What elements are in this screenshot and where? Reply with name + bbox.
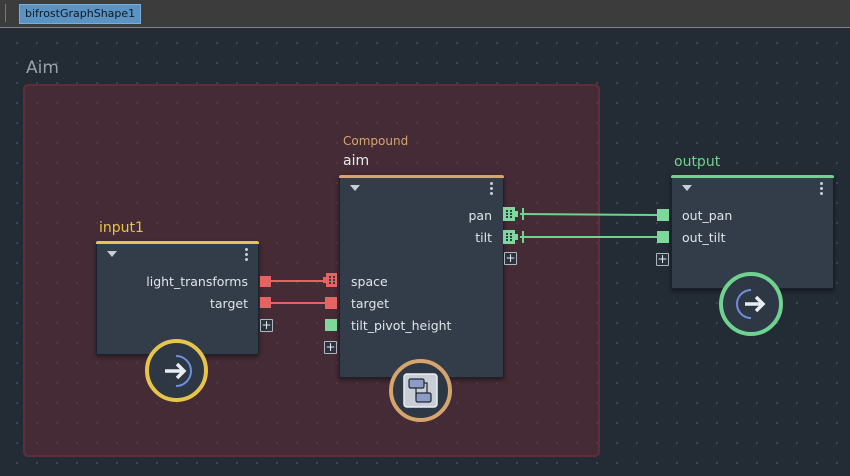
aim-node-type-label: Compound	[343, 134, 409, 148]
add-port-plus-icon[interactable]: +	[324, 340, 337, 354]
port-tilt-array-out[interactable]	[503, 230, 519, 244]
input1-node-header-bar	[96, 241, 259, 244]
port-label-tilt: tilt	[475, 230, 492, 245]
port-label-out-pan: out_pan	[682, 208, 733, 223]
tabbar-grip[interactable]	[5, 4, 8, 22]
port-target-in[interactable]	[325, 297, 337, 309]
port-label-space: space	[351, 274, 388, 289]
add-port-plus-icon[interactable]: +	[656, 252, 669, 266]
node-menu-icon[interactable]	[490, 182, 493, 197]
port-label-pan: pan	[468, 208, 492, 223]
compound-icon[interactable]	[389, 359, 452, 422]
port-pan-array-out[interactable]	[503, 207, 519, 221]
output-node-title[interactable]: output	[674, 154, 721, 170]
collapse-triangle-icon[interactable]	[350, 185, 360, 191]
aim-node-title[interactable]: aim	[343, 153, 370, 169]
wire-pan-to-out-pan	[519, 213, 660, 216]
add-port-plus-icon[interactable]: +	[504, 251, 517, 265]
tab-bifrost-graph-shape[interactable]: bifrostGraphShape1	[19, 4, 142, 24]
arrow-right-enter-icon[interactable]	[145, 339, 208, 402]
collapse-triangle-icon[interactable]	[107, 251, 117, 257]
port-tilt-pivot-height-in[interactable]	[325, 319, 337, 331]
port-label-target: target	[209, 296, 248, 311]
collapse-triangle-icon[interactable]	[682, 185, 692, 191]
port-out-pan-in[interactable]	[657, 209, 669, 221]
port-target-out[interactable]	[260, 297, 271, 308]
input1-node[interactable]: light_transforms target	[96, 241, 259, 355]
port-label-target: target	[351, 296, 390, 311]
add-port-plus-icon[interactable]: +	[260, 318, 273, 332]
output-node-header-bar	[671, 175, 834, 178]
aim-compound-node[interactable]: pan tilt space target tilt_pivot_height	[339, 175, 504, 378]
output-node[interactable]: out_pan out_tilt	[671, 175, 834, 289]
input1-node-title[interactable]: input1	[99, 220, 144, 236]
port-out-tilt-in[interactable]	[657, 231, 669, 243]
backdrop-title[interactable]: Aim	[26, 58, 59, 78]
node-menu-icon[interactable]	[245, 248, 248, 263]
port-light-transforms-out[interactable]	[260, 276, 271, 287]
port-label-out-tilt: out_tilt	[682, 230, 726, 245]
port-label-tilt-pivot-height: tilt_pivot_height	[351, 318, 452, 333]
arrow-right-exit-icon[interactable]	[719, 272, 783, 336]
port-space-array-in[interactable]	[323, 273, 337, 287]
aim-node-header-bar	[339, 175, 504, 178]
node-menu-icon[interactable]	[820, 182, 823, 197]
graph-editor-tabbar: bifrostGraphShape1	[0, 0, 850, 28]
port-label-light-transforms: light_transforms	[146, 274, 248, 289]
